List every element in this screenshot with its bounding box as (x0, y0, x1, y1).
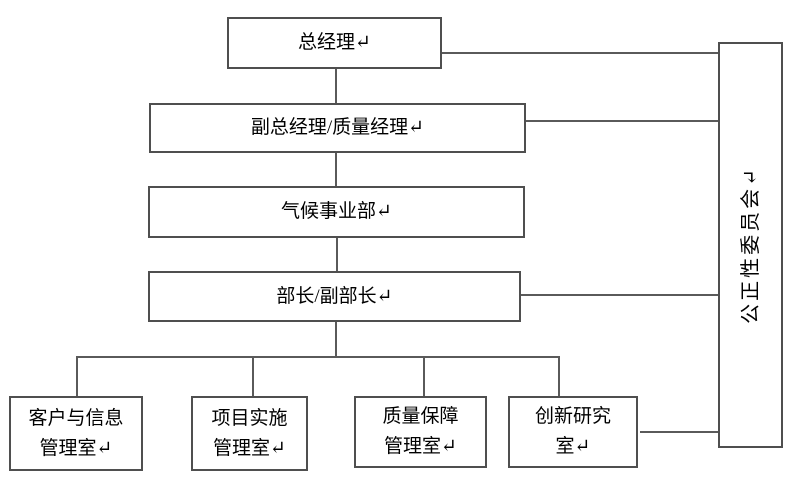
node-customer-info-office-line2: 管理室↵ (39, 437, 113, 459)
connector-drop-quality-assurance (423, 357, 425, 396)
connector-gm-to-committee (442, 52, 718, 54)
node-project-implementation-office: 项目实施 管理室↵ (191, 396, 308, 471)
node-general-manager-label: 总经理↵ (298, 32, 371, 53)
connector-drop-project-impl (252, 357, 254, 396)
connector-deputy-to-climate (335, 153, 337, 186)
node-innovation-research-office: 创新研究 室↵ (508, 396, 638, 468)
connector-branch-horizontal (76, 356, 560, 358)
node-minister: 部长/副部长↵ (148, 271, 521, 322)
node-fairness-committee: 公正性委员会↵ (718, 42, 783, 448)
connector-gm-to-deputy (335, 69, 337, 103)
node-quality-assurance-office-line1: 质量保障 (382, 406, 459, 427)
node-innovation-research-office-line2: 室↵ (555, 436, 591, 457)
connector-deputy-to-committee (526, 120, 718, 122)
node-deputy-gm-label: 副总经理/质量经理↵ (250, 117, 425, 138)
node-fairness-committee-label: 公正性委员会↵ (739, 166, 762, 324)
connector-innovation-to-committee (640, 431, 718, 433)
node-climate-division: 气候事业部↵ (148, 186, 525, 238)
node-deputy-gm-quality-manager: 副总经理/质量经理↵ (149, 103, 526, 153)
node-quality-assurance-office: 质量保障 管理室↵ (354, 396, 487, 468)
node-minister-label: 部长/副部长↵ (276, 285, 393, 307)
connector-drop-customer-info (76, 357, 78, 396)
node-quality-assurance-office-line2: 管理室↵ (384, 436, 457, 457)
node-innovation-research-office-line1: 创新研究 (534, 406, 611, 427)
connector-climate-to-minister (336, 238, 338, 271)
connector-minister-to-branch (335, 322, 337, 357)
node-project-implementation-office-line2: 管理室↵ (213, 437, 286, 459)
connector-drop-innovation-research (558, 357, 560, 396)
node-project-implementation-office-line1: 项目实施 (211, 407, 288, 429)
connector-minister-to-committee (521, 294, 718, 296)
node-customer-info-office: 客户与信息 管理室↵ (9, 396, 143, 471)
node-general-manager: 总经理↵ (227, 17, 442, 69)
node-climate-division-label: 气候事业部↵ (281, 201, 392, 222)
node-customer-info-office-line1: 客户与信息 (28, 407, 124, 429)
